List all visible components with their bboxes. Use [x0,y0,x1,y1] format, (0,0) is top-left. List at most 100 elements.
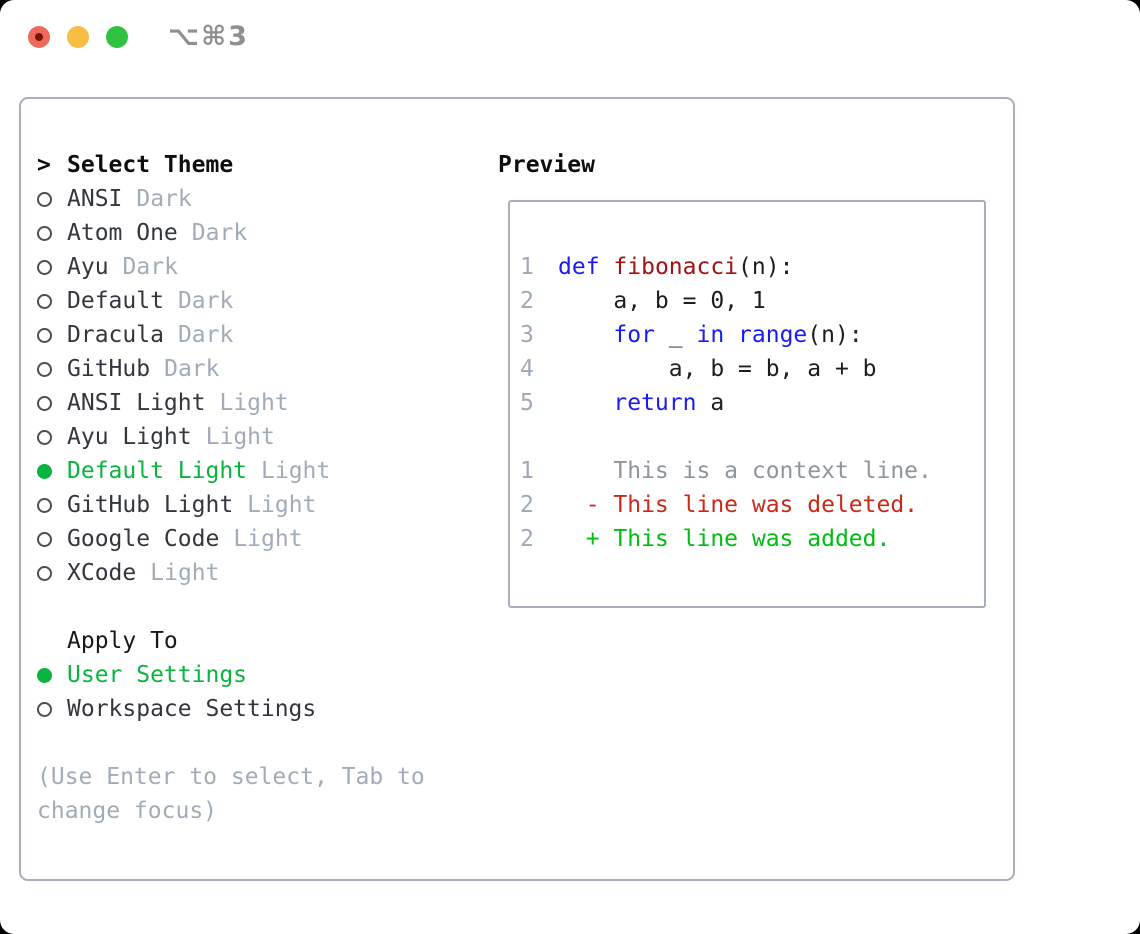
focus-cursor-icon: > [37,152,51,178]
theme-option[interactable]: XCode Light [37,556,483,590]
line-content: a, b = 0, 1 [558,288,766,314]
close-button[interactable] [28,26,50,48]
theme-name: Google Code [67,526,220,552]
select-theme-title: Select Theme [67,152,234,178]
preview-code-line: 4 a, b = b, a + b [520,352,976,386]
theme-name: XCode [67,560,137,586]
theme-option[interactable]: ANSI Light Light [37,386,483,420]
line-number: 4 [520,356,534,382]
apply-to-list: User Settings Workspace Settings [37,658,483,726]
theme-name: GitHub [67,356,151,382]
theme-option[interactable]: Default Light Light [37,454,483,488]
theme-option[interactable]: Atom One Dark [37,216,483,250]
minimize-button[interactable] [67,26,89,48]
select-theme-header: > Select Theme [37,148,483,182]
theme-variant-label: Light [247,492,317,518]
theme-variant-label: Light [205,424,275,450]
line-number: 1 [520,458,534,484]
theme-picker-panel: > Select Theme ANSI Dark Atom One Dark A… [19,97,1015,881]
theme-variant-label: Dark [122,254,178,280]
preview-code-line: 1 This is a context line. [520,454,976,488]
line-content: a, b = b, a + b [558,356,877,382]
theme-variant-label: Dark [164,356,220,382]
theme-variant-label: Dark [177,288,234,314]
theme-variant-label: Dark [136,186,192,212]
theme-list: ANSI Dark Atom One Dark Ayu Dark Default… [37,182,483,590]
theme-name: Default Light [67,458,248,484]
theme-name: Atom One [67,220,178,246]
theme-option[interactable]: GitHub Light Light [37,488,483,522]
apply-to-option[interactable]: Workspace Settings [37,692,483,726]
radio-icon [37,293,52,309]
theme-variant-label: Light [150,560,220,586]
preview-code-line: 2 a, b = 0, 1 [520,284,976,318]
line-number: 2 [520,492,534,518]
radio-icon [37,565,52,581]
line-content: - This line was deleted. [558,492,919,518]
theme-name: ANSI [67,186,123,212]
line-content: + This line was added. [558,526,891,552]
radio-icon [37,701,52,717]
radio-icon [37,463,52,479]
line-number [520,420,558,454]
preview-code-line: 2 + This line was added. [520,522,976,556]
radio-icon [37,429,52,445]
preview-code-line: 2 - This line was deleted. [520,488,976,522]
radio-icon [37,497,52,513]
apply-to-option[interactable]: User Settings [37,658,483,692]
spacer [37,590,483,624]
theme-variant-label: Light [261,458,331,484]
radio-icon [37,225,52,241]
apply-to-header: Apply To [37,624,483,658]
line-number: 2 [520,288,534,314]
apply-to-title: Apply To [67,628,178,654]
theme-option[interactable]: Ayu Light Light [37,420,483,454]
preview-code-line: 3 for _ in range(n): [520,318,976,352]
unsaved-dot-icon [35,33,43,41]
theme-name: GitHub Light [67,492,234,518]
theme-variant-label: Dark [191,220,248,246]
line-content: for _ in range(n): [613,322,863,348]
theme-name: Dracula [67,322,164,348]
spacer [37,726,483,760]
radio-icon [37,191,52,207]
keyboard-hint-text: (Use Enter to select, Tab to change focu… [37,764,425,824]
theme-variant-label: Light [233,526,303,552]
theme-name: Ayu Light [67,424,192,450]
radio-icon [37,667,52,683]
theme-option[interactable]: Google Code Light [37,522,483,556]
theme-name: Default [67,288,164,314]
line-content: return a [613,390,725,416]
theme-name: ANSI Light [67,390,206,416]
line-number: 5 [520,390,534,416]
line-number: 2 [520,526,534,552]
preview-code-line [520,420,976,454]
theme-option[interactable]: ANSI Dark [37,182,483,216]
radio-icon [37,531,52,547]
theme-option[interactable]: Ayu Dark [37,250,483,284]
radio-icon [37,361,52,377]
window-shortcut-label: ⌥⌘3 [168,21,249,52]
radio-icon [37,259,52,275]
radio-icon [37,395,52,411]
preview-code-line: 5 return a [520,386,976,420]
line-content: def fibonacci(n): [558,254,794,280]
theme-list-panel: > Select Theme ANSI Dark Atom One Dark A… [37,148,483,828]
theme-option[interactable]: Dracula Dark [37,318,483,352]
preview-title: Preview [498,152,595,178]
theme-variant-label: Light [219,390,289,416]
traffic-lights [28,26,128,48]
preview-code-line: 1 def fibonacci(n): [520,250,976,284]
theme-name: Ayu [67,254,109,280]
line-number: 3 [520,322,534,348]
theme-option[interactable]: GitHub Dark [37,352,483,386]
preview-pane: 1 def fibonacci(n): 2 a, b = 0, 1 3 for … [508,200,986,608]
zoom-button[interactable] [106,26,128,48]
line-number: 1 [520,254,534,280]
apply-to-label: User Settings [67,662,248,688]
apply-to-label: Workspace Settings [67,696,317,722]
theme-option[interactable]: Default Dark [37,284,483,318]
theme-variant-label: Dark [177,322,234,348]
line-content: This is a context line. [558,458,932,484]
